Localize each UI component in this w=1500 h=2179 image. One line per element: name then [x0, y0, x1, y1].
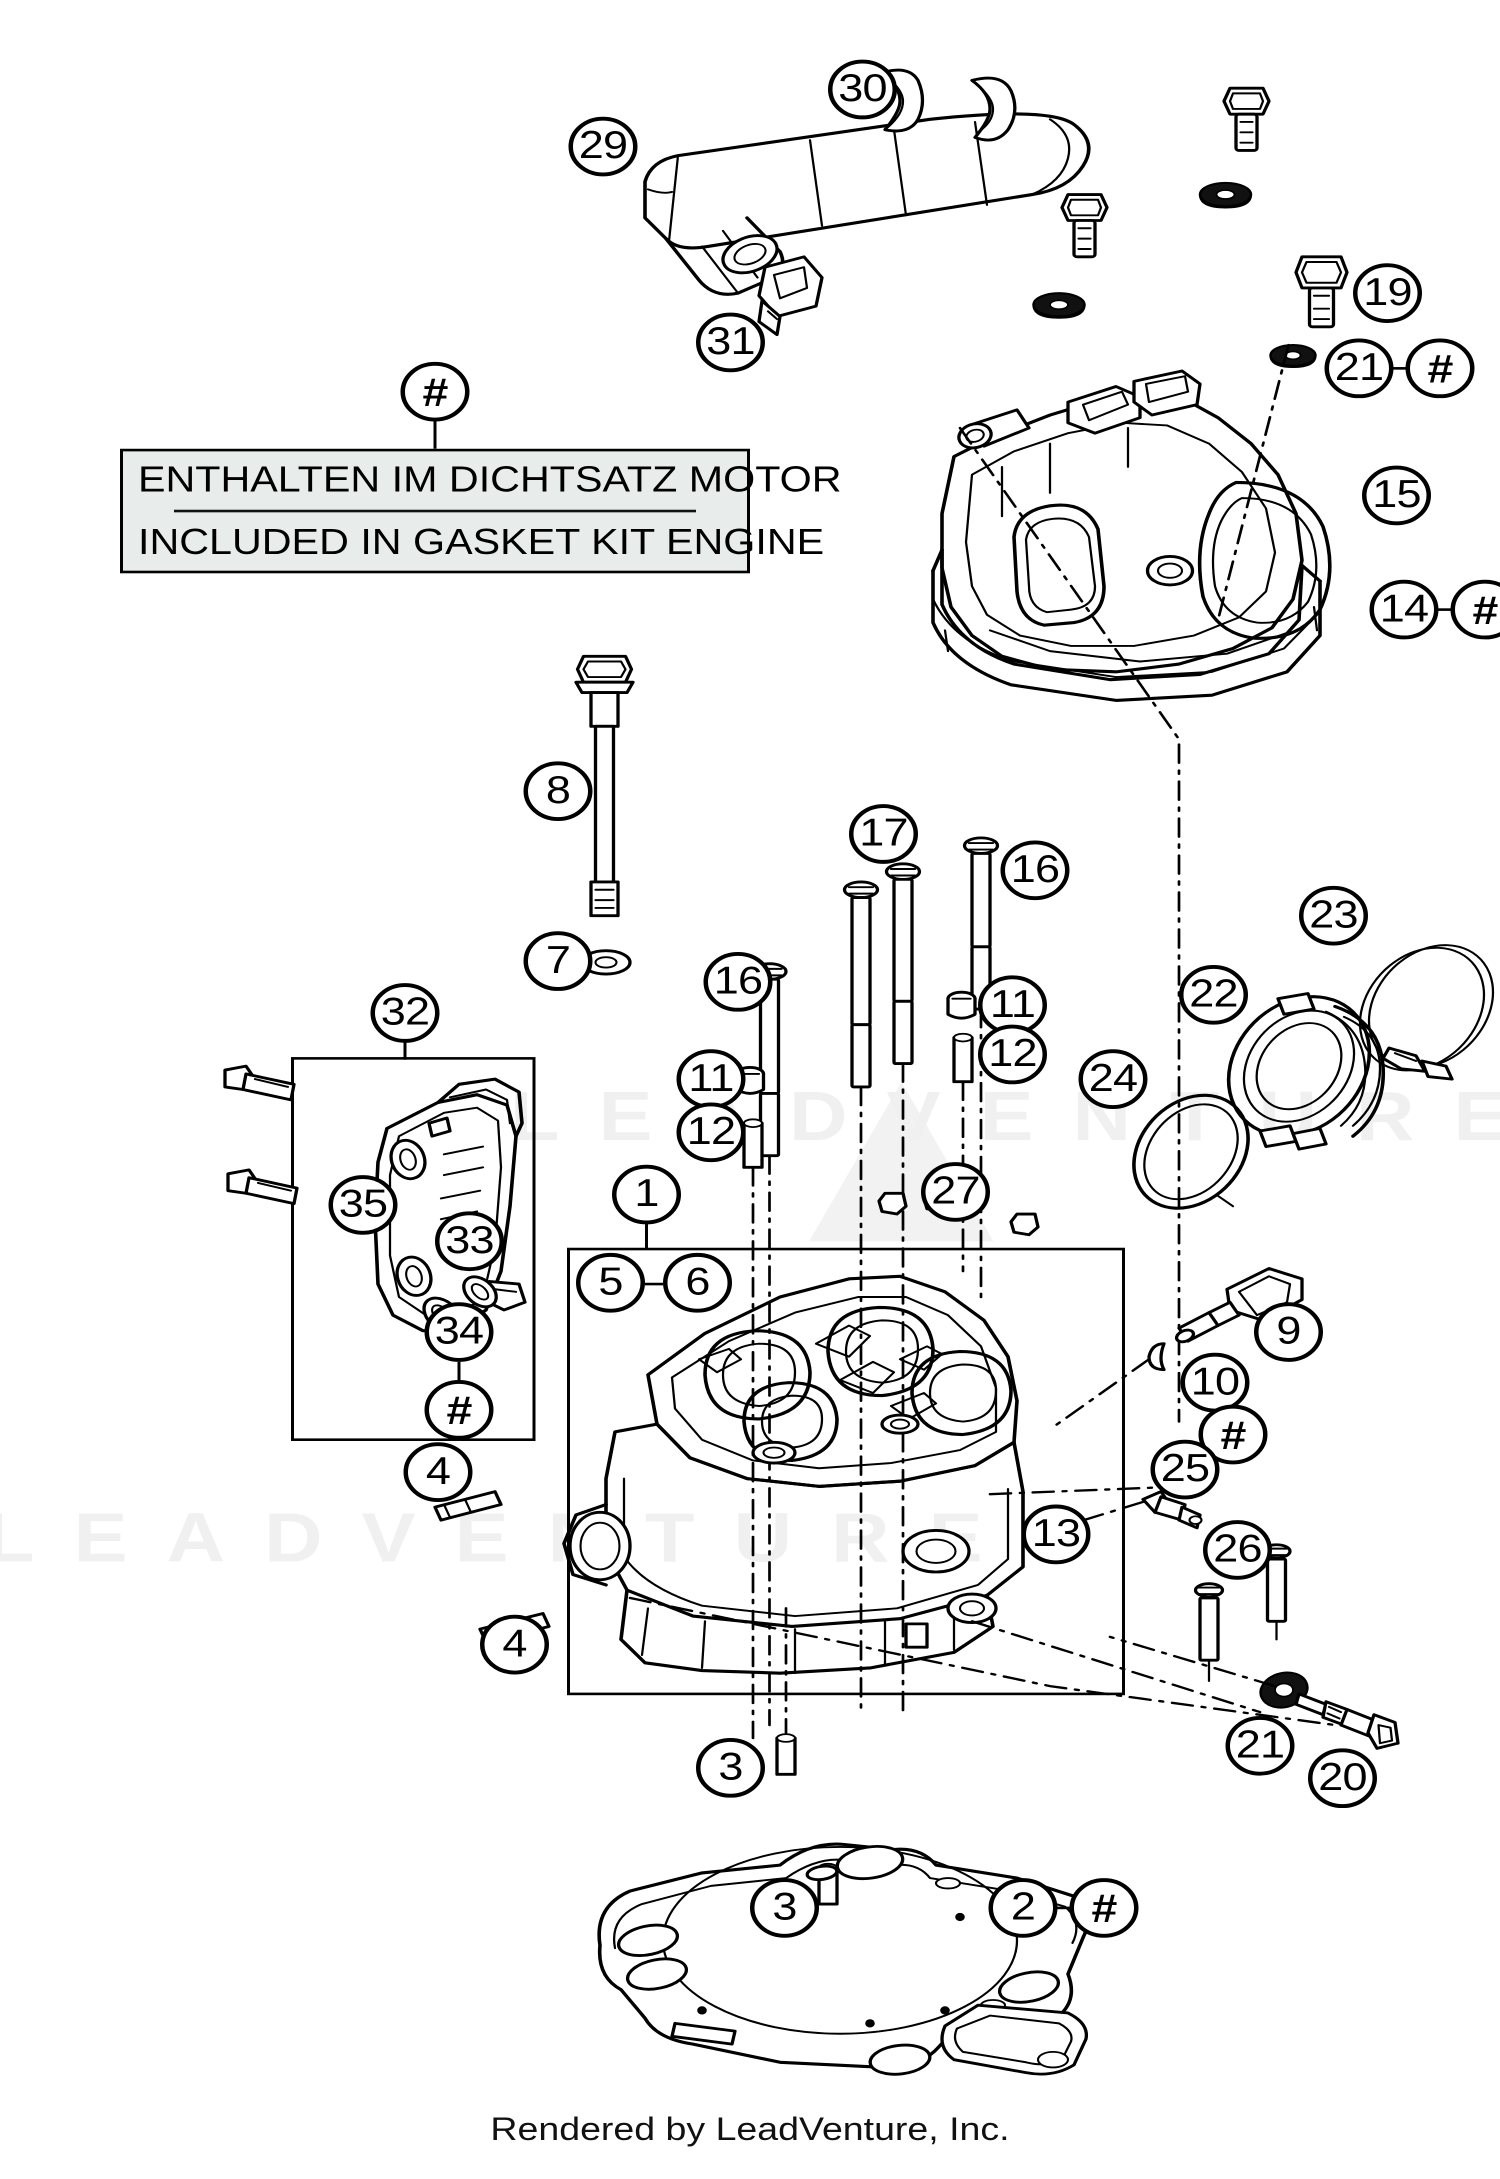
- callout-30[interactable]: 30: [828, 59, 897, 120]
- callout-14[interactable]: 14: [1369, 579, 1439, 640]
- base-gasket-2: [597, 1842, 1090, 2076]
- callout-12-b[interactable]: 12: [676, 1102, 746, 1163]
- callout-31[interactable]: 31: [696, 312, 765, 373]
- callout-34[interactable]: 34: [424, 1302, 494, 1362]
- callout-16-b[interactable]: 16: [703, 952, 773, 1012]
- seal-washer-21-a: [1198, 181, 1253, 209]
- sensor-seal-10: [1147, 1342, 1166, 1372]
- valve-cover-15: [931, 369, 1332, 702]
- callout-20[interactable]: 20: [1308, 1748, 1377, 1809]
- callout-32[interactable]: 32: [370, 983, 440, 1043]
- callout-25[interactable]: 25: [1150, 1439, 1220, 1500]
- leadventure-watermark-text: LEADVENTURE: [510, 1077, 1500, 1156]
- callout-4-a[interactable]: 4: [403, 1442, 473, 1502]
- hose-clamp-30: [880, 68, 1017, 142]
- callout-33[interactable]: 33: [435, 1211, 504, 1272]
- cylinder-head-group-box-1: [567, 1247, 1125, 1696]
- hose-clip-31: [757, 255, 824, 337]
- caliper-bolt-35-b: [226, 1168, 299, 1206]
- callout-9[interactable]: 9: [1254, 1302, 1323, 1362]
- seal-washer-21-b: [1032, 292, 1086, 319]
- connector-5-6: [645, 1282, 663, 1286]
- bolt-26-b: [1193, 1582, 1225, 1682]
- callout-15[interactable]: 15: [1362, 465, 1431, 526]
- seal-washer-21-c: [1269, 343, 1317, 369]
- callout-3-top[interactable]: 3: [696, 1738, 765, 1798]
- callout-5[interactable]: 5: [576, 1252, 645, 1313]
- valve-cover-bolt-19-a: [1222, 86, 1271, 152]
- callout-19[interactable]: 19: [1353, 263, 1422, 323]
- callout-1[interactable]: 1: [612, 1164, 681, 1225]
- callout-23[interactable]: 23: [1299, 885, 1368, 946]
- callout-hash-34[interactable]: #: [424, 1380, 494, 1440]
- callout-7[interactable]: 7: [523, 931, 593, 991]
- connector-34-hash: [457, 1361, 462, 1383]
- callout-3-gasket[interactable]: 3: [750, 1878, 819, 1938]
- callout-29[interactable]: 29: [568, 116, 638, 177]
- callout-hash-legend[interactable]: #: [400, 361, 470, 422]
- callout-8[interactable]: 8: [523, 761, 593, 822]
- callout-13[interactable]: 13: [1021, 1504, 1091, 1565]
- callout-35[interactable]: 35: [328, 1175, 398, 1235]
- callout-21-bottom[interactable]: 21: [1225, 1715, 1295, 1776]
- callout-17[interactable]: 17: [849, 804, 918, 864]
- connector-21-hash: [1387, 367, 1412, 371]
- footer-credit: Rendered by LeadVenture, Inc.: [490, 2111, 1010, 2148]
- callout-6[interactable]: 6: [663, 1252, 732, 1313]
- dowel-3-bottom: [817, 1862, 839, 1906]
- callout-hash-2[interactable]: #: [1069, 1878, 1139, 1938]
- clamp-23: [1358, 944, 1495, 1081]
- callout-24[interactable]: 24: [1078, 1049, 1148, 1109]
- valve-cover-bolt-19-b: [1060, 193, 1109, 259]
- callout-16-a[interactable]: 16: [1000, 840, 1070, 901]
- legend-line-german: ENTHALTEN IM DICHTSATZ MOTOR: [138, 459, 842, 500]
- callout-11-b[interactable]: 11: [676, 1049, 746, 1109]
- caliper-group-box-32: [291, 1057, 536, 1441]
- callout-21-top[interactable]: 21: [1324, 338, 1394, 399]
- connector-14-hash: [1432, 608, 1457, 612]
- callout-26[interactable]: 26: [1203, 1520, 1272, 1580]
- callout-2[interactable]: 2: [988, 1878, 1058, 1938]
- legend-divider: [174, 509, 696, 513]
- gasket-kit-legend: ENTHALTEN IM DICHTSATZ MOTOR INCLUDED IN…: [120, 448, 842, 574]
- callout-hash-21[interactable]: #: [1405, 338, 1475, 399]
- breather-hose-29: [643, 112, 1091, 296]
- callout-4-b[interactable]: 4: [480, 1614, 549, 1675]
- callout-hash-14[interactable]: #: [1450, 579, 1500, 640]
- legend-line-english: INCLUDED IN GASKET KIT ENGINE: [138, 521, 825, 562]
- caliper-bolt-35-a: [223, 1064, 296, 1102]
- seal-washer-21-d: [1259, 1671, 1309, 1709]
- callout-22[interactable]: 22: [1179, 964, 1248, 1025]
- callout-10[interactable]: 10: [1180, 1352, 1250, 1413]
- valve-cover-bolt-19-c: [1294, 255, 1349, 329]
- callout-27[interactable]: 27: [921, 1162, 990, 1222]
- callout-12-a[interactable]: 12: [978, 1024, 1047, 1085]
